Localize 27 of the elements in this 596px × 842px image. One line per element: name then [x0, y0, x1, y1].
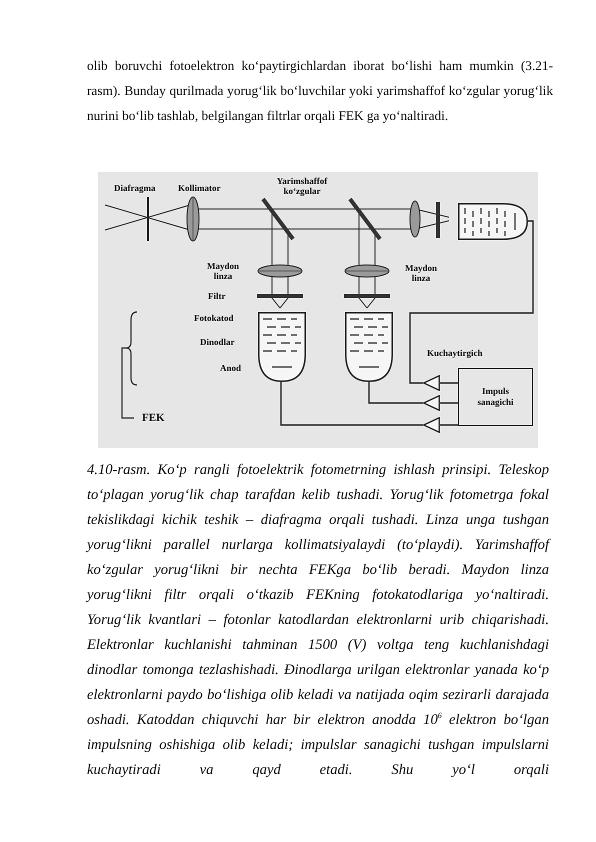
part-label: Yarimshaffof ko‘zgular — [276, 176, 328, 196]
photomultiplier-tube — [345, 312, 393, 382]
connector-line — [440, 382, 458, 384]
part-label: Maydon linza — [206, 261, 240, 281]
connector-line — [368, 382, 423, 404]
part-label: Kuchaytirgich — [427, 348, 482, 358]
amplifier-triangle — [423, 395, 440, 411]
part-label: Dinodlar — [200, 337, 235, 347]
part-label: FEK — [142, 412, 165, 425]
connector-line — [280, 382, 423, 426]
photomultiplier-tube — [258, 312, 306, 382]
part-label: Filtr — [208, 291, 226, 301]
part-label: Maydon linza — [404, 263, 438, 283]
connector-line — [440, 402, 458, 404]
part-label: Diafragma — [114, 183, 156, 193]
amplifier-triangle — [423, 417, 440, 433]
connector-line — [409, 220, 534, 384]
photomultiplier-tube — [458, 203, 528, 240]
amplifier-triangle — [423, 375, 440, 391]
part-label: Kollimator — [178, 183, 220, 193]
body-paragraph: olib boruvchi fotoelektron ko‘paytirgichlardan iborat bo‘lishi ham mumkin (3.21-rasm). Bunday qurilmada yorug‘lik bo‘luvchilar yoki yarimshaffof ko‘zgular yorug‘lik nurini bo‘lib tashlab, belgilangan filtrlar orqali FEK ga yo‘naltiradi. — [87, 57, 553, 125]
counter-box — [458, 368, 533, 426]
counter-label: Impuls sanagichi — [476, 386, 514, 408]
figure-caption: 4.10-rasm. Ko‘p rangli fotoelektrik fotometrning ishlash prinsipi. Teleskop to‘plagan yorug‘lik chap tarafdan kelib tushadi. Yorug‘lik fotometrga fokal tekislikdagi kichik teshik – diafragma orqali tushadi. Linza unga tushgan yorug‘likni parallel nurlarga kollimatsiyalaydi (to‘playdi). Yarimshaffof ko‘zgular yorug‘likni bir nechta FEKga bo‘lib beradi. Maydon linza yorug‘likni filtr orqali o‘tkazib FEKning fotokatodlariga yo‘naltiradi. Yorug‘lik kvantlari – fotonlar katodlardan elektronlarni urib chiqarishadi. Elektronlar kuchlanishi tahminan 1500 (V) voltga teng kuchlanishdagi dinodlar tomonga tezlashishadi. Đinodlarga urilgan elektronlar yanada ko‘p elektronlarni paydo bo‘lishiga olib keladi va natijada oqim sezirarli darajada oshadi. Katoddan chiquvchi har bir elektron anodda 10$^{6}$ elektron bo‘lgan impulsning oshishiga olib keladi; impulslar sanagichi tushgan impulslarni kuchaytiradi va qayd etadi. Shu yo‘l orqali — [87, 461, 549, 780]
part-label: Fotokatod — [194, 313, 234, 323]
connector-line — [440, 424, 458, 426]
part-label: Anod — [220, 363, 242, 373]
